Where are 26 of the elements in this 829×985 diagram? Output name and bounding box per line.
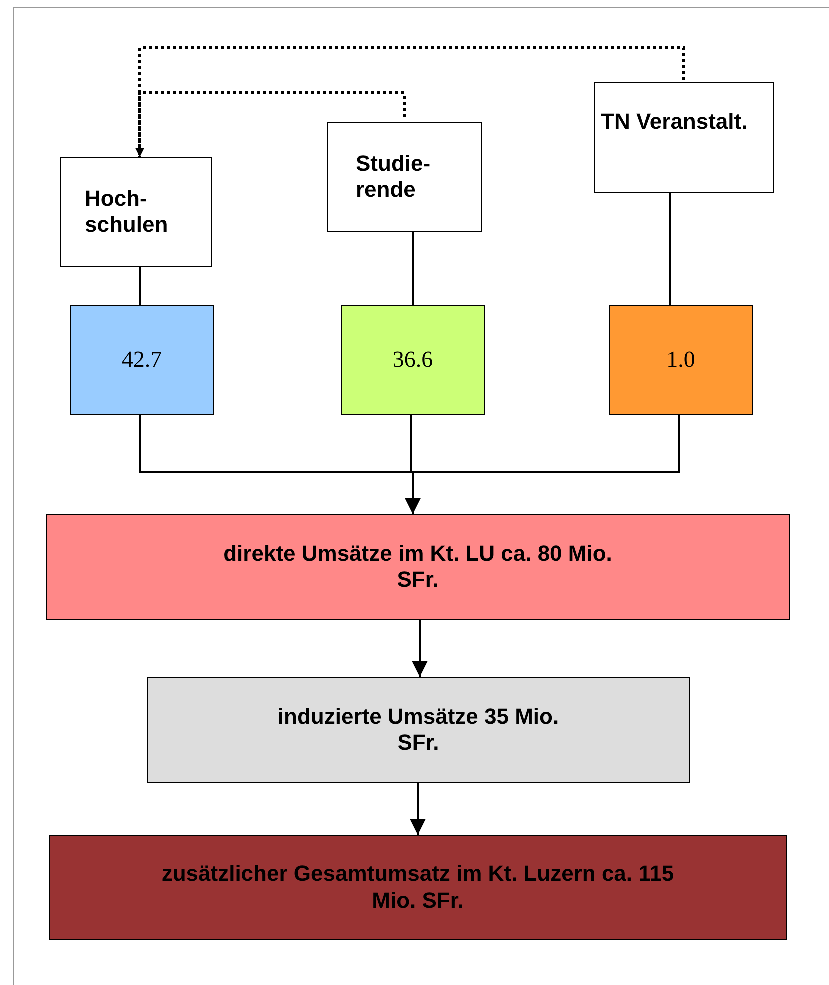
value-label: 42.7 (122, 346, 162, 374)
value-box (341, 305, 485, 415)
arrow (412, 620, 428, 677)
box-label: Studie- rende (356, 150, 432, 204)
arrow (136, 92, 406, 157)
arrow (410, 783, 426, 835)
value-box (70, 305, 214, 415)
arrow (136, 46, 686, 157)
arrow (405, 415, 680, 514)
result-box (49, 835, 787, 940)
box-label: Hoch- schulen (85, 186, 170, 238)
box-label: direkte Umsätze im Kt. LU ca. 80 Mio. SFr. (222, 540, 614, 594)
connector-line (139, 267, 141, 305)
box-label: induzierte Umsätze 35 Mio. SFr. (276, 704, 560, 756)
box-label: zusätzlicher Gesamtumsatz im Kt. Luzern ca. 115 Mio. SFr. (160, 861, 676, 914)
value-label: 1.0 (666, 346, 696, 374)
entity-box (594, 82, 774, 193)
connector-line (669, 193, 671, 305)
value-box (609, 305, 753, 415)
entity-box (327, 122, 482, 232)
box-label: TN Veranstalt. (601, 109, 749, 136)
value-label: 36.6 (392, 346, 434, 374)
result-box (147, 677, 690, 783)
connector-line (412, 232, 414, 305)
entity-box (60, 157, 212, 267)
result-box (46, 514, 790, 620)
